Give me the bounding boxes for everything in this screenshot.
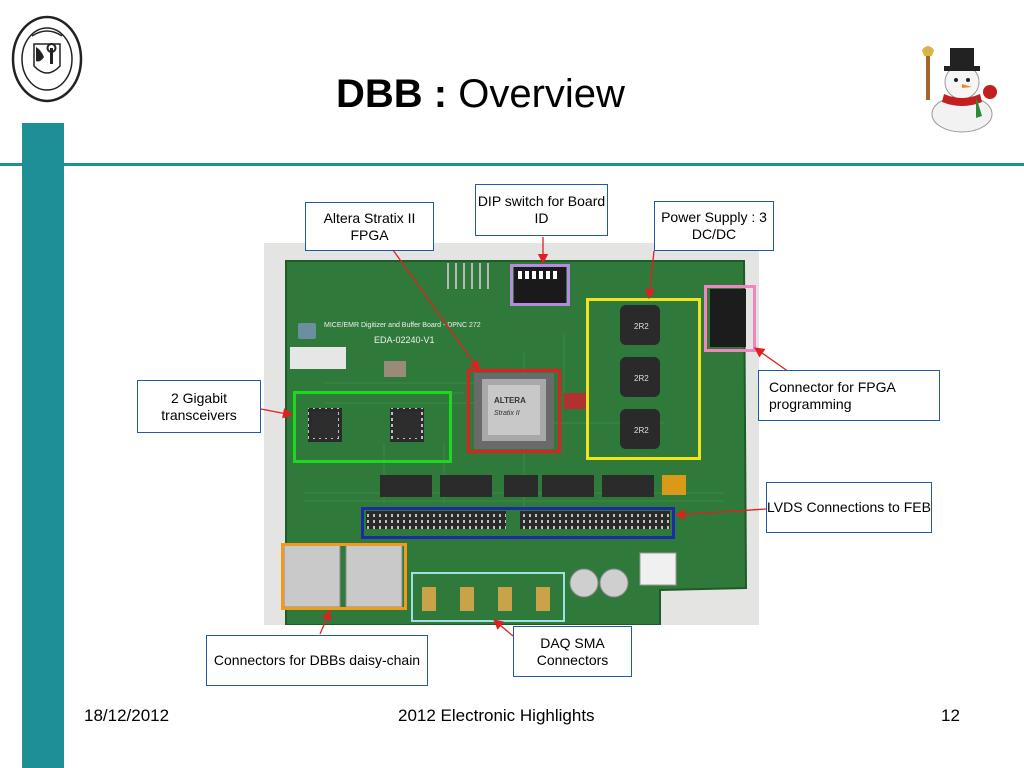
inductor-label-2: 2R2	[634, 374, 649, 383]
inductor-label-3: 2R2	[634, 426, 649, 435]
dip-switch-highlight	[510, 264, 570, 306]
callout-daisy-chain: Connectors for DBBs daisy-chain	[206, 635, 428, 686]
fpga-highlight	[467, 369, 561, 453]
transceivers-highlight	[293, 391, 452, 463]
title-bold: DBB :	[336, 72, 448, 116]
footer-date: 18/12/2012	[84, 706, 170, 725]
callout-dip-switch: DIP switch for Board ID	[475, 184, 608, 236]
daq-sma-highlight	[411, 572, 565, 622]
arrow-fpga	[392, 249, 480, 372]
chip-model: Stratix II	[494, 410, 520, 417]
silk-title: MICE/EMR Digitizer and Buffer Board - DP…	[324, 322, 481, 329]
daisy-chain-highlight	[281, 543, 407, 610]
arrow-power	[644, 250, 656, 300]
silk-board-id: EDA-02240-V1	[374, 335, 435, 345]
title-divider	[0, 163, 1024, 166]
arrow-daisy	[319, 609, 332, 635]
arrow-lvds	[674, 508, 767, 520]
slide-number: 12	[941, 706, 960, 725]
board-photo: MICE/EMR Digitizer and Buffer Board - DP…	[264, 243, 759, 625]
lvds-highlight	[361, 507, 675, 539]
inductor-label-1: 2R2	[634, 322, 649, 331]
left-accent-bar	[22, 123, 64, 768]
top-header-pins	[447, 263, 489, 289]
callout-fpga-programming: Connector for FPGA programming	[758, 370, 940, 421]
callout-daq-sma: DAQ SMA Connectors	[513, 626, 632, 677]
university-seal-logo	[11, 15, 83, 103]
slide-title: DBB : Overview	[336, 72, 625, 117]
arrow-gigabit	[260, 408, 294, 419]
arrow-daq	[493, 619, 514, 637]
footer-title: 2012 Electronic Highlights	[398, 706, 595, 725]
callout-gigabit: 2 Gigabit transceivers	[137, 380, 261, 433]
callout-power-supply: Power Supply : 3 DC/DC	[654, 201, 774, 251]
fpga-connector-highlight	[704, 285, 756, 352]
snowman-image	[922, 46, 997, 133]
callout-lvds: LVDS Connections to FEB	[766, 482, 932, 533]
chip-brand: ALTERA	[494, 396, 526, 405]
title-rest: Overview	[447, 72, 625, 116]
callout-fpga: Altera Stratix II FPGA	[305, 202, 434, 251]
arrow-fpga-programming	[753, 347, 790, 373]
power-supply-highlight	[586, 298, 701, 460]
